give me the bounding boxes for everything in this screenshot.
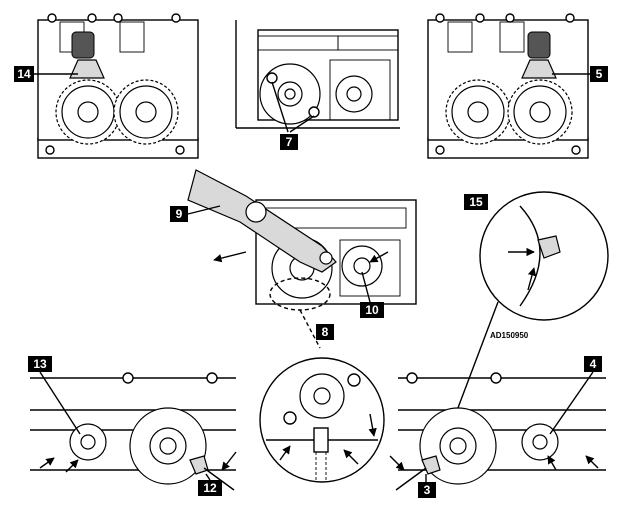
callout-13: 13: [28, 356, 81, 435]
reference-code: AD150950: [490, 331, 529, 340]
panel-top-center: [235, 20, 400, 129]
detail-8-inset: [259, 357, 385, 483]
callout-4-label: 4: [590, 357, 597, 371]
callout-7-label: 7: [286, 135, 293, 149]
callout-15: 15: [464, 194, 488, 210]
panel-top-left: [37, 13, 199, 159]
callout-12: 12: [198, 473, 222, 496]
callout-13-label: 13: [33, 357, 47, 371]
callout-9: 9: [170, 205, 221, 222]
detail-15-inset: AD150950: [435, 191, 609, 467]
callout-10: 10: [360, 271, 384, 318]
callout-3-label: 3: [424, 483, 431, 497]
panel-bottom-left: [30, 372, 237, 491]
callout-14-label: 14: [17, 67, 31, 81]
panel-middle-center: [187, 169, 417, 349]
callout-10-label: 10: [365, 303, 379, 317]
panel-bottom-right: [389, 372, 606, 491]
callout-8: 8: [316, 324, 334, 340]
callout-7: 7: [271, 81, 315, 150]
panel-top-right: [427, 13, 589, 159]
callout-8-label: 8: [322, 325, 329, 339]
callout-14: 14: [14, 66, 78, 82]
callout-5: 5: [552, 66, 608, 82]
callout-12-label: 12: [203, 481, 217, 495]
callout-15-label: 15: [469, 195, 483, 209]
callout-4: 4: [549, 356, 602, 435]
callout-5-label: 5: [596, 67, 603, 81]
callout-3: 3: [418, 474, 436, 498]
callout-9-label: 9: [176, 207, 183, 221]
